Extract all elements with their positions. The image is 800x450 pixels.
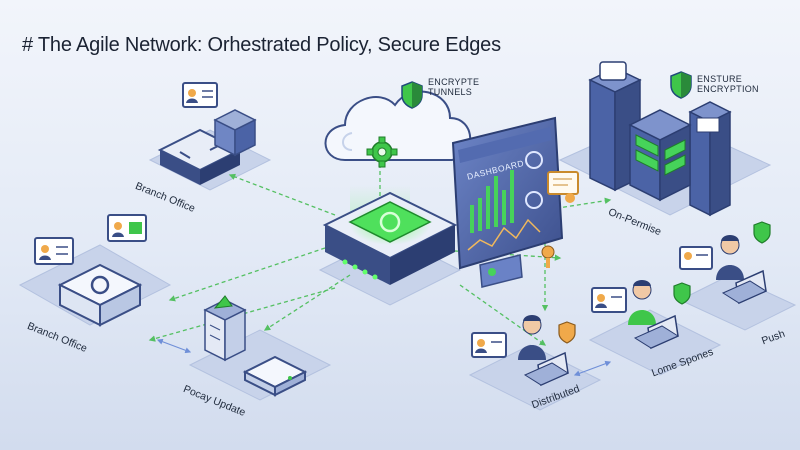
id-card-icon xyxy=(34,237,74,265)
id-card-icon xyxy=(591,287,627,313)
cloud-icon xyxy=(324,90,472,161)
arrow-to-policy-update xyxy=(263,274,351,331)
arrow-to-distributed xyxy=(459,284,547,346)
shield-icon xyxy=(558,321,576,344)
laptop-user-icon xyxy=(518,315,570,387)
id-card-icon xyxy=(182,82,218,108)
gear-icon xyxy=(366,136,398,168)
id-card-icon xyxy=(107,214,147,242)
ensure-encryption-label: ENSTURE ENCRYPTION xyxy=(697,74,759,94)
shield-icon xyxy=(401,81,423,109)
shield-icon xyxy=(753,221,771,244)
encrypt-tunnels-label: ENCRYPTE TUNNELS xyxy=(428,77,480,97)
laptop-user-icon xyxy=(628,280,680,350)
shield-icon xyxy=(673,282,691,305)
shield-icon xyxy=(670,71,692,99)
policy-update-node xyxy=(203,295,308,397)
server-rack-icon xyxy=(628,109,692,202)
id-card-icon xyxy=(679,246,713,270)
arrow-to-branch-top xyxy=(228,173,336,216)
id-tag xyxy=(479,254,523,288)
laptop-user-icon xyxy=(716,235,768,305)
id-card-icon xyxy=(471,332,507,358)
branch-office-top xyxy=(157,109,257,185)
certificate-icon xyxy=(547,171,579,203)
router-hub xyxy=(322,185,458,285)
page-title: # The Agile Network: Orhestrated Policy,… xyxy=(22,34,501,56)
arrow-to-branch-left xyxy=(168,247,326,302)
arrow-to-home xyxy=(439,249,562,261)
dashboard-panel xyxy=(451,116,564,270)
branch-office-left xyxy=(57,263,143,327)
